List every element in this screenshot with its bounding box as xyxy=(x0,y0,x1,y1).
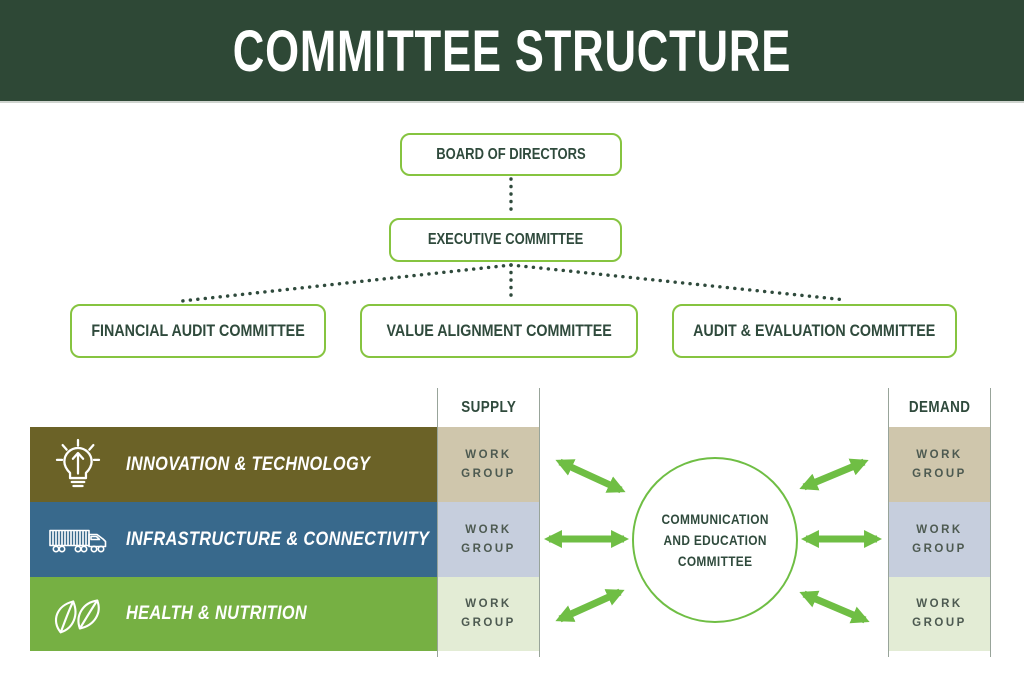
work-group-cell-demand-health: WORK GROUP xyxy=(889,577,990,651)
executive-committee-label: EXECUTIVE COMMITTEE xyxy=(427,231,584,248)
work-group-cell-demand-infrastructure: WORK GROUP xyxy=(889,502,990,577)
work-group-label: WORK GROUP xyxy=(912,523,967,555)
supply-column-header: SUPPLY xyxy=(438,388,539,427)
org-box-financial-audit-committee: FINANCIAL AUDIT COMMITTEE xyxy=(70,304,326,358)
leaves-icon xyxy=(47,592,109,636)
supply-column: SUPPLY WORK GROUP WORK GROUP WORK GROUP xyxy=(437,388,540,657)
value-alignment-committee-label: VALUE ALIGNMENT COMMITTEE xyxy=(386,321,612,340)
row-label-innovation-technology: INNOVATION & TECHNOLOGY xyxy=(126,453,371,475)
work-group-cell-supply-health: WORK GROUP xyxy=(438,577,539,651)
demand-column-header: DEMAND xyxy=(889,388,990,427)
work-group-cell-demand-innovation: WORK GROUP xyxy=(889,427,990,502)
row-label-health-nutrition: HEALTH & NUTRITION xyxy=(126,603,308,624)
page-title: COMMITTEE STRUCTURE xyxy=(232,17,792,84)
header-banner: COMMITTEE STRUCTURE xyxy=(0,0,1024,103)
row-label-infrastructure-connectivity: INFRASTRUCTURE & CONNECTIVITY xyxy=(126,528,430,550)
communication-education-committee-label: COMMUNICATION AND EDUCATION COMMITTEE xyxy=(661,510,769,569)
truck-icon xyxy=(47,526,109,554)
category-row-innovation-technology: INNOVATION & TECHNOLOGY xyxy=(30,427,437,502)
supply-header-label: SUPPLY xyxy=(460,398,517,416)
financial-audit-committee-label: FINANCIAL AUDIT COMMITTEE xyxy=(91,321,305,340)
lightbulb-icon xyxy=(47,437,109,493)
work-group-label: WORK GROUP xyxy=(912,598,967,629)
work-group-cell-supply-infrastructure: WORK GROUP xyxy=(438,502,539,577)
work-group-label: WORK GROUP xyxy=(461,448,516,480)
org-box-board-of-directors: BOARD OF DIRECTORS xyxy=(400,133,622,176)
audit-evaluation-committee-label: AUDIT & EVALUATION COMMITTEE xyxy=(693,321,936,340)
org-box-audit-evaluation-committee: AUDIT & EVALUATION COMMITTEE xyxy=(672,304,957,358)
category-row-infrastructure-connectivity: INFRASTRUCTURE & CONNECTIVITY xyxy=(30,502,437,577)
demand-header-label: DEMAND xyxy=(908,398,971,416)
board-of-directors-label: BOARD OF DIRECTORS xyxy=(436,145,586,163)
work-group-label: WORK GROUP xyxy=(461,523,516,555)
demand-column: DEMAND WORK GROUP WORK GROUP WORK GROUP xyxy=(888,388,991,657)
work-group-label: WORK GROUP xyxy=(461,598,516,629)
org-box-executive-committee: EXECUTIVE COMMITTEE xyxy=(389,218,622,262)
work-group-label: WORK GROUP xyxy=(912,448,967,480)
work-group-cell-supply-innovation: WORK GROUP xyxy=(438,427,539,502)
category-row-health-nutrition: HEALTH & NUTRITION xyxy=(30,577,437,651)
communication-education-committee-circle: COMMUNICATION AND EDUCATION COMMITTEE xyxy=(632,457,798,623)
org-box-value-alignment-committee: VALUE ALIGNMENT COMMITTEE xyxy=(360,304,638,358)
